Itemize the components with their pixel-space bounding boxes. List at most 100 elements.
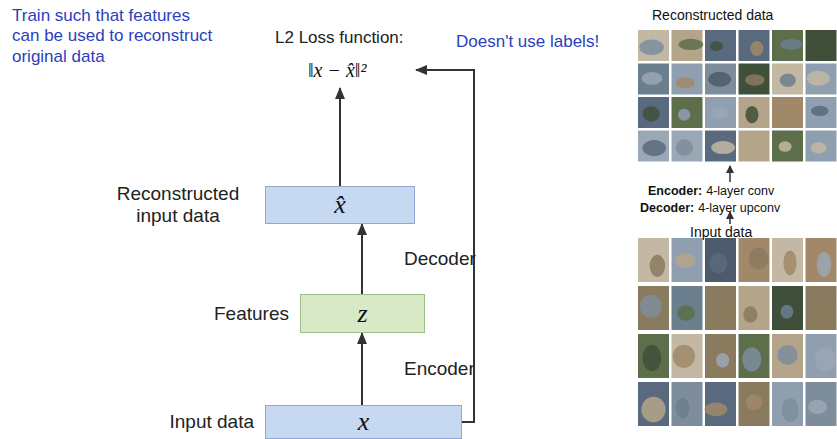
thumbnail <box>638 238 669 282</box>
thumbnail <box>739 382 770 426</box>
thumbnail-subject <box>811 142 827 153</box>
thumbnail-subject <box>639 40 664 56</box>
thumbnail <box>638 286 669 330</box>
thumbnail-subject <box>743 306 757 323</box>
thumbnail <box>772 131 803 162</box>
thumbnail <box>705 131 736 162</box>
thumbnail-subject <box>643 106 660 121</box>
thumbnail-subject <box>675 253 696 268</box>
thumbnail-subject <box>705 402 728 416</box>
process-box: Input datax <box>265 405 462 439</box>
thumbnail-subject <box>716 353 729 368</box>
thumbnail <box>705 286 736 330</box>
thumbnail-subject <box>817 252 831 277</box>
thumbnail <box>772 286 803 330</box>
thumbnail <box>705 334 736 378</box>
caption-text: 4-layer upconv <box>698 201 780 216</box>
thumbnail-subject <box>745 106 758 123</box>
thumbnail <box>739 334 770 378</box>
thumbnail <box>739 286 770 330</box>
thumbnail <box>705 30 736 61</box>
thumbnail <box>672 334 703 378</box>
thumbnail <box>772 64 803 95</box>
thumbnail <box>806 334 837 378</box>
thumbnail <box>672 131 703 162</box>
thumbnail <box>739 97 770 128</box>
thumbnail <box>638 97 669 128</box>
thumbnail <box>806 286 837 330</box>
thumbnail-subject <box>749 248 769 270</box>
thumbnail <box>739 30 770 61</box>
thumbnail-subject <box>777 345 797 365</box>
thumbnail <box>638 382 669 426</box>
thumbnail-subject <box>783 250 796 275</box>
thumbnail-subject <box>812 41 835 58</box>
loss-heading: L2 Loss function: <box>275 28 404 48</box>
thumbnail <box>739 64 770 95</box>
feature-box: Featuresz <box>300 294 425 333</box>
thumbnail-subject <box>642 345 661 371</box>
thumbnail <box>705 64 736 95</box>
thumbnail <box>705 382 736 426</box>
thumbnail-subject <box>742 347 761 371</box>
thumbnail <box>672 382 703 426</box>
thumbnail-subject <box>779 141 792 152</box>
variable-symbol: z <box>357 301 367 327</box>
edge-label: Decoder <box>404 248 476 270</box>
thumbnail <box>739 131 770 162</box>
thumbnail-subject <box>711 141 735 154</box>
thumbnail <box>672 30 703 61</box>
thumbnail-subject <box>776 110 792 121</box>
thumbnail-subject <box>709 253 727 274</box>
thumbnail-subject <box>678 39 703 50</box>
thumbnail-subject <box>708 72 731 87</box>
thumbnail <box>806 131 837 162</box>
thumbnail <box>638 30 669 61</box>
thumbnail-subject <box>650 255 665 277</box>
pipeline-arrow <box>729 166 731 182</box>
thumbnail <box>672 97 703 128</box>
thumbnail-subject <box>780 39 802 50</box>
note-text: Train such that features can be used to … <box>12 6 217 67</box>
thumbnail <box>772 334 803 378</box>
thumbnail <box>772 382 803 426</box>
thumbnail-subject <box>642 140 666 156</box>
caption-text: Reconstructed data <box>652 7 773 24</box>
thumbnail <box>638 334 669 378</box>
caption-text: Decoder: <box>640 201 694 216</box>
thumbnail-subject <box>808 400 827 414</box>
box-heading: Reconstructed input data <box>102 183 254 227</box>
note-text: Doesn't use labels! <box>456 32 599 52</box>
thumbnail-subject <box>781 305 794 319</box>
thumbnail-subject <box>676 397 689 418</box>
thumbnail <box>772 238 803 282</box>
variable-symbol: x <box>358 409 370 435</box>
edge-label: Encoder <box>404 358 475 380</box>
thumbnail-subject <box>710 41 723 51</box>
thumbnail <box>638 131 669 162</box>
thumbnail-subject <box>678 109 690 121</box>
loss-formula: L2 Loss function:‖x − x̂‖² <box>300 52 416 88</box>
box-heading: Input data <box>169 411 254 433</box>
thumbnail-subject <box>641 397 665 423</box>
thumbnail-subject <box>746 394 763 410</box>
thumbnail <box>806 30 837 61</box>
thumbnail <box>772 30 803 61</box>
thumbnail-subject <box>780 74 796 88</box>
thumbnail <box>806 238 837 282</box>
thumbnail-subject <box>809 298 834 315</box>
box-heading: Features <box>214 303 289 325</box>
caption-text: Input data <box>690 224 752 241</box>
loss-formula-text: ‖x − x̂‖² <box>308 60 366 80</box>
thumbnail <box>806 382 837 426</box>
thumbnail <box>672 238 703 282</box>
caption-text: Encoder: <box>648 184 702 199</box>
thumbnail-subject <box>807 71 830 86</box>
flow-arrow <box>361 224 363 294</box>
thumbnail <box>638 64 669 95</box>
thumbnail <box>772 97 803 128</box>
thumbnail-subject <box>676 77 695 88</box>
process-box: Reconstructed input datax̂ <box>265 186 415 224</box>
thumbnail-subject <box>815 347 836 372</box>
thumbnail-subject <box>642 72 663 85</box>
